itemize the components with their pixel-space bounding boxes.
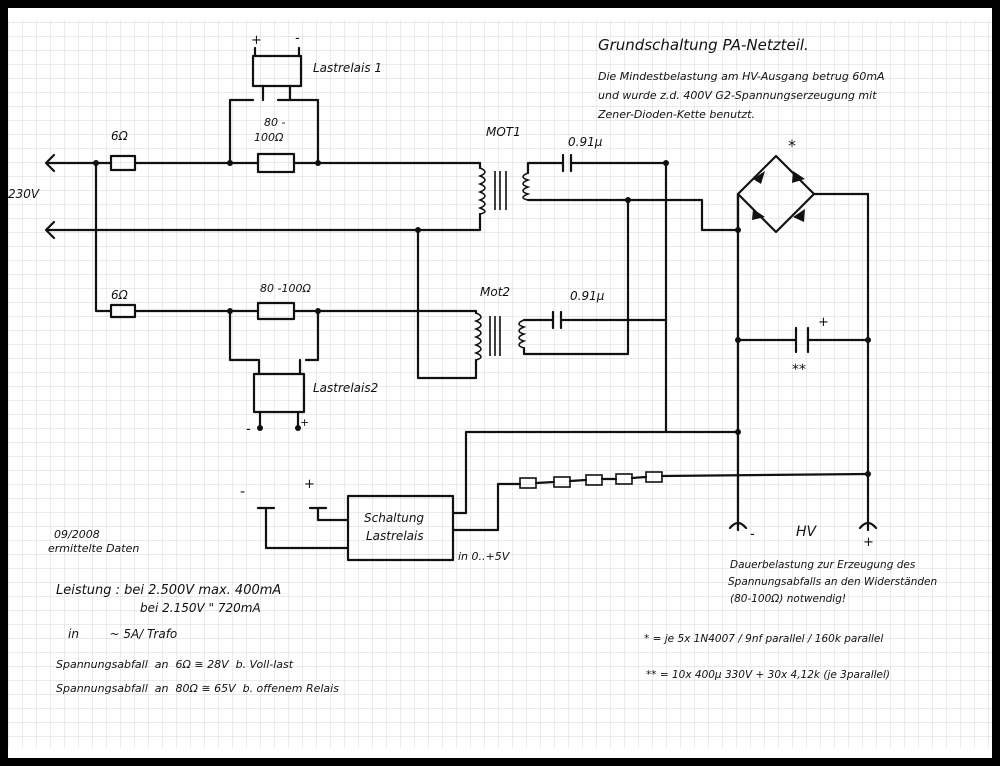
hv-minus-label: - [750,527,755,542]
relay2-label: Lastrelais2 [313,381,378,395]
power-line-1: Leistung : bei 2.500V max. 400mA [56,583,281,598]
graph-paper-grid [8,20,992,748]
resistor-80-100ohm-top [256,152,296,174]
control-input-label: in 0..+5V [458,550,511,563]
capacitor-mot1 [561,153,573,173]
control-in-minus: - [240,484,245,500]
drop-line-2: Spannungsabfall an 80Ω ≅ 65V b. offenem … [56,682,339,695]
bridge-rectifier [752,171,805,222]
mot2-label: Mot2 [480,285,510,299]
header-note-2: und wurde z.d. 400V G2-Spannungserzeugun… [598,89,877,102]
rectifier-mark: * [788,136,796,155]
relay1-label: Lastrelais 1 [313,61,382,75]
control-in-plus: + [304,477,315,492]
power-line-2: bei 2.150V " 720mA [140,601,261,615]
drop-line-1: Spannungsabfall an 6Ω ≅ 28V b. Voll-last [56,658,294,671]
relay1-minus-label: - [295,31,300,46]
filter-cap-mark: ** [792,362,806,378]
control-box-line1: Schaltung [364,511,424,525]
filter-cap-plus: + [818,315,829,330]
schematic-sheet: Grundschaltung PA-Netzteil. Die Mindestb… [8,8,992,758]
header-note-1: Die Mindestbelastung am HV-Ausgang betru… [598,70,885,83]
resistors [109,152,296,321]
control-box-line2: Lastrelais [366,529,424,543]
continuous-load-1: Dauerbelastung zur Erzeugung des [730,559,916,571]
capacitor-mot2 [551,310,563,330]
r-load-top-label-1: 80 - [264,116,285,129]
relay2-minus-label: - [246,422,251,437]
cap2-label: 0.91µ [570,289,605,303]
resistor-80-100ohm-bottom [256,301,296,321]
trafo-line: in ~ 5A/ Trafo [68,627,177,641]
r-load-bottom-label: 80 -100Ω [260,282,311,295]
page-title: Grundschaltung PA-Netzteil. [598,36,809,54]
junction-dots [93,160,871,477]
continuous-load-3: (80-100Ω) notwendig! [730,593,846,605]
mains-label: 230V [8,187,40,201]
hv-plus-label: + [863,535,874,550]
relay2-plus-label: + [300,416,309,429]
r6-bottom-label: 6Ω [111,288,129,302]
resistor-6ohm-top [109,154,137,172]
r6-top-label: 6Ω [111,129,129,143]
legend-line-2: ** = 10x 400µ 330V + 30x 4,12k (je 3para… [646,669,890,681]
relay1-plus-label: + [251,33,262,48]
schematic-drawing: Grundschaltung PA-Netzteil. Die Mindestb… [8,20,992,748]
wiring [44,46,878,562]
mot1-transformer [477,167,531,215]
date-label: 09/2008 [54,528,100,541]
date-sublabel: ermittelte Daten [48,542,139,555]
mot2-transformer [473,312,527,361]
legend-line-1: * = je 5x 1N4007 / 9nf parallel / 160k p… [644,633,883,645]
cap1-label: 0.91µ [568,135,603,149]
header-note-3: Zener-Dioden-Kette benutzt. [597,108,755,121]
resistor-6ohm-bottom [109,303,137,319]
mot1-label: MOT1 [486,125,521,139]
continuous-load-2: Spannungsabfalls an den Widerständen [728,576,937,588]
hv-label: HV [796,524,818,540]
r-load-top-label-2: 100Ω [254,131,284,144]
